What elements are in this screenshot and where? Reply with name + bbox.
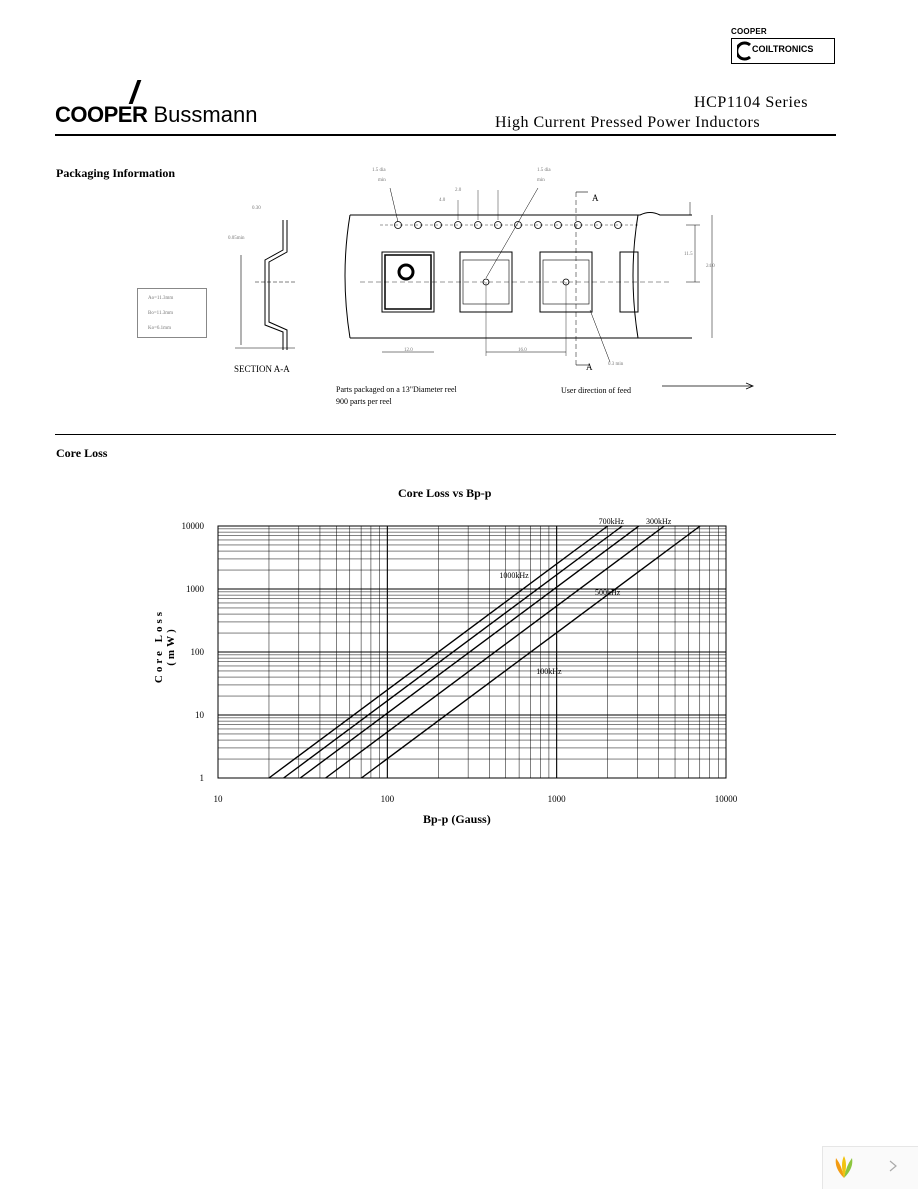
product-subtitle: High Current Pressed Power Inductors [495, 114, 761, 131]
series-line [360, 525, 701, 779]
viewer-logo-icon [835, 1156, 853, 1178]
feed-direction-label: User direction of feed [561, 386, 631, 395]
y-tick-label: 10 [195, 710, 205, 720]
series-label: 700kHz [599, 517, 625, 526]
section-marker-top: A [592, 193, 599, 203]
dim-bo: Bo=11.3mm [148, 311, 173, 316]
x-tick-label: 10000 [715, 794, 738, 804]
coiltronics-cooper-text: COOPER [731, 27, 767, 36]
dim-pocket-12: 12.0 [404, 348, 413, 353]
next-page-icon[interactable] [886, 1158, 900, 1174]
dim-11-5: 11.5 [684, 252, 693, 257]
tape-drawing [344, 187, 713, 366]
section-label: SECTION A-A [234, 364, 290, 374]
dim-pitch-16: 16.0 [518, 348, 527, 353]
dim-width-24: 24.0 [706, 264, 715, 269]
dim-min-gap: 0.05min [228, 236, 245, 241]
dim-hole-dia-1: 1.5 dia [372, 168, 386, 173]
cooper-logo-bar [128, 80, 142, 104]
y-tick-label: 10000 [182, 521, 205, 531]
y-tick-label: 1000 [186, 584, 205, 594]
series-label: 100kHz [536, 667, 562, 676]
series-title: HCP1104 Series [694, 94, 809, 111]
reel-note-1: Parts packaged on a 13"Diameter reel [336, 385, 457, 394]
chart-x-label: Bp-p (Gauss) [423, 812, 491, 826]
coiltronics-logo [731, 38, 835, 64]
reel-note-2: 900 parts per reel [336, 397, 392, 406]
feed-arrow-icon [662, 382, 755, 390]
section-rule [55, 434, 836, 435]
series-line [299, 525, 640, 779]
section-aa-drawing [235, 220, 295, 350]
dim-thickness: 0.30 [252, 206, 261, 211]
dimension-legend-box: Ao=11.3mm Bo=11.3mm Ko=6.1mm [137, 288, 207, 338]
chart-title: Core Loss vs Bp-p [398, 486, 492, 500]
core-loss-title: Core Loss [56, 446, 108, 460]
dim-pitch-2: 2.0 [455, 188, 462, 193]
cooper-bussmann-logo: COOPER Bussmann [55, 102, 257, 128]
brand-cooper: COOPER [55, 102, 148, 127]
header-rule [55, 134, 836, 136]
x-tick-label: 100 [381, 794, 395, 804]
y-tick-label: 1 [200, 773, 205, 783]
dim-hole-min-2: min [537, 178, 545, 183]
series-label: 1000kHz [499, 571, 529, 580]
series-label: 300kHz [646, 517, 672, 526]
series-label: 500kHz [595, 588, 621, 597]
core-loss-chart: 10 100 1000 10000 1 10 100 1000 10000 1000kHz 700k… [182, 517, 738, 804]
coiltronics-c-icon [737, 41, 751, 61]
brand-bussmann: Bussmann [153, 102, 258, 127]
x-tick-label: 10 [214, 794, 224, 804]
section-marker-bottom: A [586, 362, 593, 372]
dim-hole-min-1: min [378, 178, 386, 183]
dim-03-min: 0.3 min [608, 362, 624, 367]
series-line [325, 525, 665, 779]
dim-ko: Ko=6.1mm [148, 326, 171, 331]
dim-pitch-4: 4.0 [439, 198, 446, 203]
y-tick-label: 100 [191, 647, 205, 657]
dim-hole-dia-2: 1.5 dia [537, 168, 551, 173]
dim-ao: Ao=11.3mm [148, 296, 174, 301]
x-tick-label: 1000 [548, 794, 567, 804]
series-line [268, 525, 609, 779]
coiltronics-brand-text: COILTRONICS [752, 44, 814, 54]
plot-frame [217, 525, 727, 779]
packaging-title: Packaging Information [56, 166, 176, 180]
series-line [283, 525, 623, 779]
